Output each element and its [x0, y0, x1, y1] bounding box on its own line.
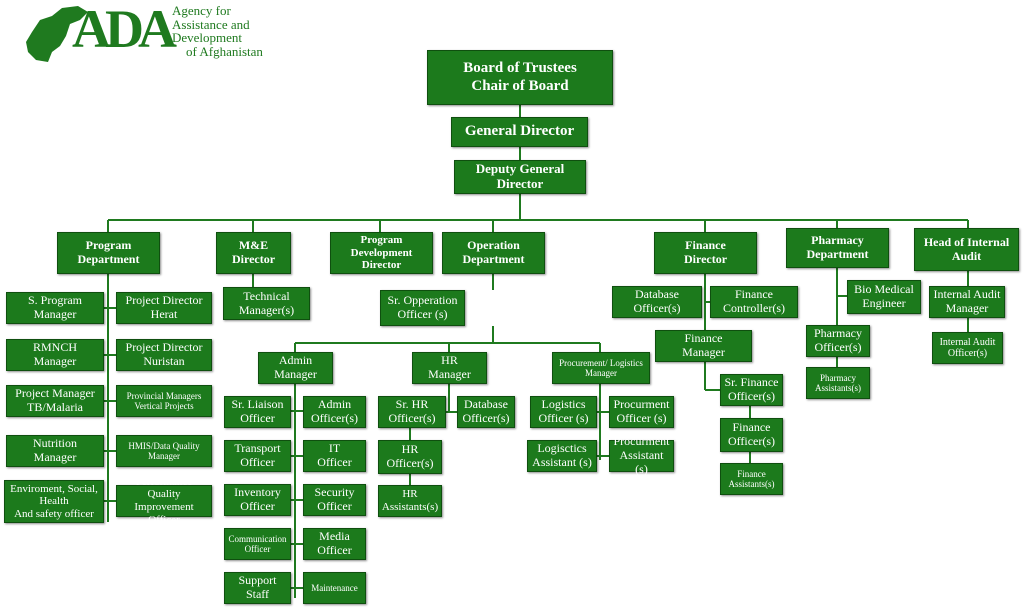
finance-director: Finance Director — [654, 232, 757, 274]
logistics-assistant: Logisctics Assistant (s) — [527, 440, 597, 472]
finance-officer: Finance Officer(s) — [720, 418, 783, 452]
finance-database-officer: Database Officer(s) — [612, 286, 702, 318]
provincial-managers: Provincial Managers Vertical Projects — [116, 385, 212, 417]
bio-medical-engineer: Bio Medical Engineer — [847, 280, 921, 314]
hr-officers: HR Officer(s) — [378, 440, 442, 474]
communication-officer: Communication Officer — [224, 528, 291, 560]
security-officer: Security Officer — [303, 484, 366, 516]
program-department: Program Department — [57, 232, 160, 274]
internal-audit-officers: Internal Audit Officer(s) — [932, 332, 1003, 364]
inventory-officer: Inventory Officer — [224, 484, 291, 516]
program-development-director: Program Development Director — [330, 232, 433, 274]
logo-line: of Afghanistan — [186, 43, 263, 59]
logistics-officer: Logistics Officer (s) — [530, 396, 597, 428]
performance-quality-officer: Performance Quality Improvement Officer — [116, 476, 212, 526]
internal-audit-manager: Internal Audit Manager — [929, 286, 1005, 318]
hr-manager: HR Manager — [412, 352, 487, 384]
s-program-manager: S. Program Manager — [6, 292, 104, 324]
board-of-trustees: Board of Trustees Chair of Board — [427, 50, 613, 105]
head-of-internal-audit: Head of Internal Audit — [914, 228, 1019, 271]
hr-assistants: HR Assistants(s) — [378, 485, 442, 517]
project-director-nuristan: Project Director Nuristan — [116, 339, 212, 371]
logo-letters: ADA — [72, 0, 177, 59]
procurement-officer: Procurment Officer (s) — [609, 396, 674, 428]
me-director: M&E Director — [216, 232, 291, 274]
technical-managers: Technical Manager(s) — [223, 287, 310, 320]
operation-department: Operation Department — [442, 232, 545, 274]
logo-tagline: Agency for Assistance and Development of… — [172, 4, 263, 59]
sr-operation-officer: Sr. Opperation Officer (s) — [380, 290, 465, 326]
pharmacy-officer: Pharmacy Officer(s) — [806, 325, 870, 357]
finance-assistants: Finance Assistants(s) — [720, 463, 783, 495]
nutrition-manager: Nutrition Manager — [6, 435, 104, 467]
logo-line: Agency for — [172, 3, 231, 18]
support-staff: Support Staff — [224, 572, 291, 604]
it-officer: IT Officer — [303, 440, 366, 472]
finance-controller: Finance Controller(s) — [710, 286, 798, 318]
pharmacy-assistants: Pharmacy Assistants(s) — [806, 367, 870, 399]
sr-finance-officer: Sr. Finance Officer(s) — [720, 374, 783, 406]
logo-line: Assistance and — [172, 16, 250, 32]
logo-line: Development — [172, 30, 243, 46]
deputy-general-director: Deputy General Director — [454, 160, 586, 194]
finance-manager: Finance Manager — [655, 330, 752, 362]
admin-manager: Admin Manager — [258, 352, 333, 384]
sr-liaison-officer: Sr. Liaison Officer — [224, 396, 291, 428]
media-officer: Media Officer — [303, 528, 366, 560]
rmnch-manager: RMNCH Manager — [6, 339, 104, 371]
sr-hr-officer: Sr. HR Officer(s) — [378, 396, 446, 428]
transport-officer: Transport Officer — [224, 440, 291, 472]
maintenance: Maintenance — [303, 572, 366, 604]
environment-safety-officer: Enviroment, Social, Health And safety of… — [4, 480, 104, 523]
procurement-logistics-manager: Procurement/ Logistics Manager — [552, 352, 650, 384]
procurement-assistant: Procurment Assistant (s) — [609, 434, 674, 476]
project-director-herat: Project Director Herat — [116, 292, 212, 324]
afghanistan-map-icon — [26, 6, 88, 62]
pharmacy-department: Pharmacy Department — [786, 228, 889, 268]
hr-database-officer: Database Officer(s) — [457, 396, 515, 428]
hmis-data-quality-manager: HMIS/Data Quality Manager — [116, 435, 212, 467]
general-director: General Director — [451, 117, 588, 147]
admin-officers: Admin Officer(s) — [303, 396, 366, 428]
project-manager-tb-malaria: Project Manager TB/Malaria — [6, 385, 104, 417]
ada-logo: ADA Agency for Assistance and Developmen… — [22, 0, 302, 66]
